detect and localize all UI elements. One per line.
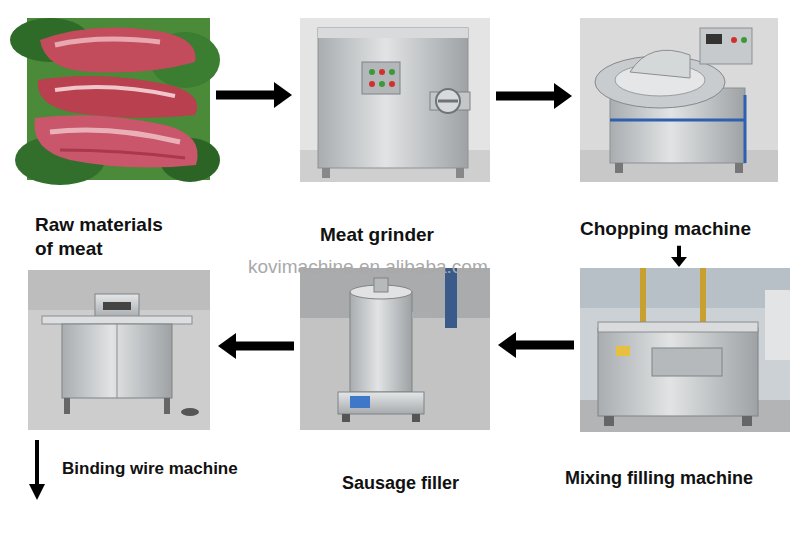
step-caption: Chopping machine xyxy=(580,217,780,241)
machine-step: Meat grinder xyxy=(300,18,490,251)
photo-frame xyxy=(28,270,210,430)
machine-step: Binding wire machine xyxy=(28,270,273,483)
arrow-head xyxy=(554,83,572,109)
arrow-shaft xyxy=(496,92,555,101)
flow-arrow xyxy=(218,333,294,359)
arrow-shaft xyxy=(235,342,294,351)
flow-arrow xyxy=(498,332,574,358)
flow-arrow xyxy=(671,246,687,267)
step-caption: Meat grinder xyxy=(320,223,488,247)
step-caption: Binding wire machine xyxy=(62,458,272,479)
watermark: kovimachine.en.alibaba.com xyxy=(248,256,488,278)
grinder-photo xyxy=(300,18,490,182)
arrow-head xyxy=(498,332,516,358)
mixer-photo xyxy=(580,268,790,432)
photo-frame xyxy=(27,18,210,180)
exit-arrow xyxy=(29,440,45,500)
arrow-shaft xyxy=(677,246,681,258)
step-caption: Mixing filling machine xyxy=(565,467,792,490)
arrow-head xyxy=(218,333,236,359)
machine-step: Mixing filling machine xyxy=(565,268,792,494)
step-caption: Sausage filler xyxy=(342,472,492,495)
arrow-shaft xyxy=(515,341,574,350)
machine-step: Sausage filler xyxy=(300,268,492,499)
arrow-head xyxy=(671,257,687,267)
photo-frame xyxy=(580,18,778,182)
binder-photo xyxy=(28,270,210,430)
photo-frame xyxy=(300,268,490,430)
arrow-head xyxy=(274,82,292,108)
photo-frame xyxy=(580,268,790,432)
chopper-photo xyxy=(580,18,778,182)
machine-step: Chopping machine xyxy=(580,18,780,245)
meat-photo xyxy=(10,18,220,185)
machine-step: Raw materials of meat xyxy=(27,18,210,265)
flow-arrow xyxy=(496,83,572,109)
filler-photo xyxy=(300,268,490,430)
flow-arrow xyxy=(216,82,292,108)
photo-frame xyxy=(300,18,490,182)
step-caption: Raw materials of meat xyxy=(35,213,185,261)
arrow-shaft xyxy=(216,91,275,100)
